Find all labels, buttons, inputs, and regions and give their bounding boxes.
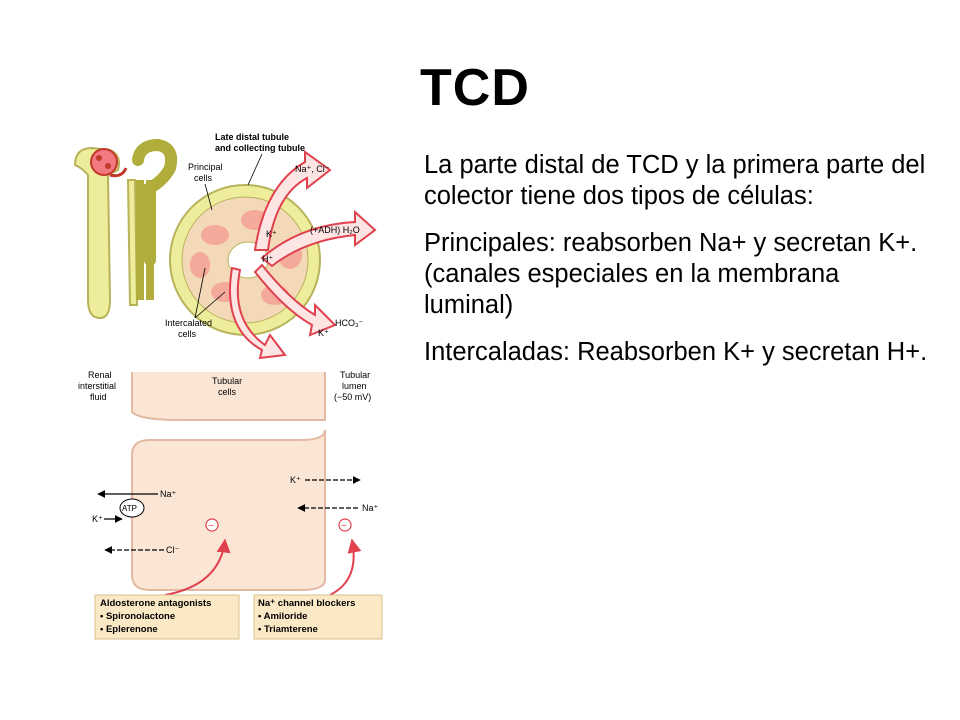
transport-arrows [229, 150, 377, 360]
nephron-diagram: Late distal tubule and collecting tubule… [73, 132, 383, 640]
minus-left-text: − [208, 521, 214, 532]
ion-k-left: K⁺ [92, 514, 103, 524]
box-right-title: Na⁺ channel blockers [258, 598, 355, 609]
label-renal-1: Renal [88, 370, 112, 380]
box-right-item2: • Triamterene [258, 624, 318, 635]
atp-label: ATP [122, 504, 137, 513]
label-late-distal-1: Late distal tubule [215, 132, 289, 142]
paragraph-principales: Principales: reabsorben Na+ y secretan K… [424, 229, 918, 319]
nephron-tubule [73, 138, 178, 320]
paragraph-intercaladas: Intercaladas: Reabsorben K+ y secretan H… [424, 338, 928, 366]
glomerulus-icon [90, 148, 118, 176]
ion-k-2: K⁺ [318, 328, 329, 338]
drug-box-aldosterone: Aldosterone antagonists • Spironolactone… [94, 594, 240, 640]
right-membrane-transport: K⁺ Na⁺ [290, 475, 379, 513]
paragraph-intro: La parte distal de TCD y la primera part… [424, 151, 926, 210]
label-principal-1: Principal [188, 162, 223, 172]
box-left-item1: • Spironolactone [100, 611, 175, 622]
label-tubular-cells-1: Tubular [212, 376, 242, 386]
label-lumen-2: lumen [342, 381, 367, 391]
label-lumen-3: (−50 mV) [334, 392, 371, 402]
label-intercalated-2: cells [178, 329, 197, 339]
label-lumen-1: Tubular [340, 370, 370, 380]
minus-icon [338, 518, 352, 532]
ion-na-left: Na⁺ [160, 489, 177, 499]
top-labels: Late distal tubule and collecting tubule… [165, 132, 364, 339]
label-late-distal-2: and collecting tubule [215, 143, 305, 153]
inhibitor-markers: − − [164, 518, 362, 596]
slide-title: TCD [420, 59, 530, 117]
box-right-item1: • Amiloride [258, 611, 307, 622]
label-renal-3: fluid [90, 392, 107, 402]
box-left-title: Aldosterone antagonists [100, 598, 211, 609]
minus-icon [205, 518, 219, 532]
minus-right-text: − [341, 521, 347, 532]
ion-na-right: Na⁺ [362, 503, 379, 513]
slide-body: La parte distal de TCD y la primera part… [424, 150, 929, 384]
cell-diagram [131, 372, 326, 591]
label-renal-2: interstitial [78, 381, 116, 391]
ion-k-right: K⁺ [290, 475, 301, 485]
label-principal-2: cells [194, 173, 213, 183]
left-membrane-transport: Na⁺ K⁺ ATP Cl⁻ [92, 489, 179, 555]
ion-h: H⁺ [262, 254, 273, 264]
bottom-labels: Renal interstitial fluid Tubular cells T… [78, 370, 371, 402]
ion-adh-h2o: (+ADH) H₂O [310, 225, 360, 235]
ion-cl-left: Cl⁻ [166, 545, 179, 555]
ion-hco3: HCO₃⁻ [335, 318, 364, 328]
drug-box-na-blockers: Na⁺ channel blockers • Amiloride • Triam… [253, 594, 383, 640]
label-tubular-cells-2: cells [218, 387, 237, 397]
label-intercalated-1: Intercalated [165, 318, 212, 328]
ion-na-cl: Na⁺, Cl⁻ [295, 164, 330, 174]
box-left-item2: • Eplerenone [100, 624, 158, 635]
ion-k-1: K⁺ [266, 229, 277, 239]
